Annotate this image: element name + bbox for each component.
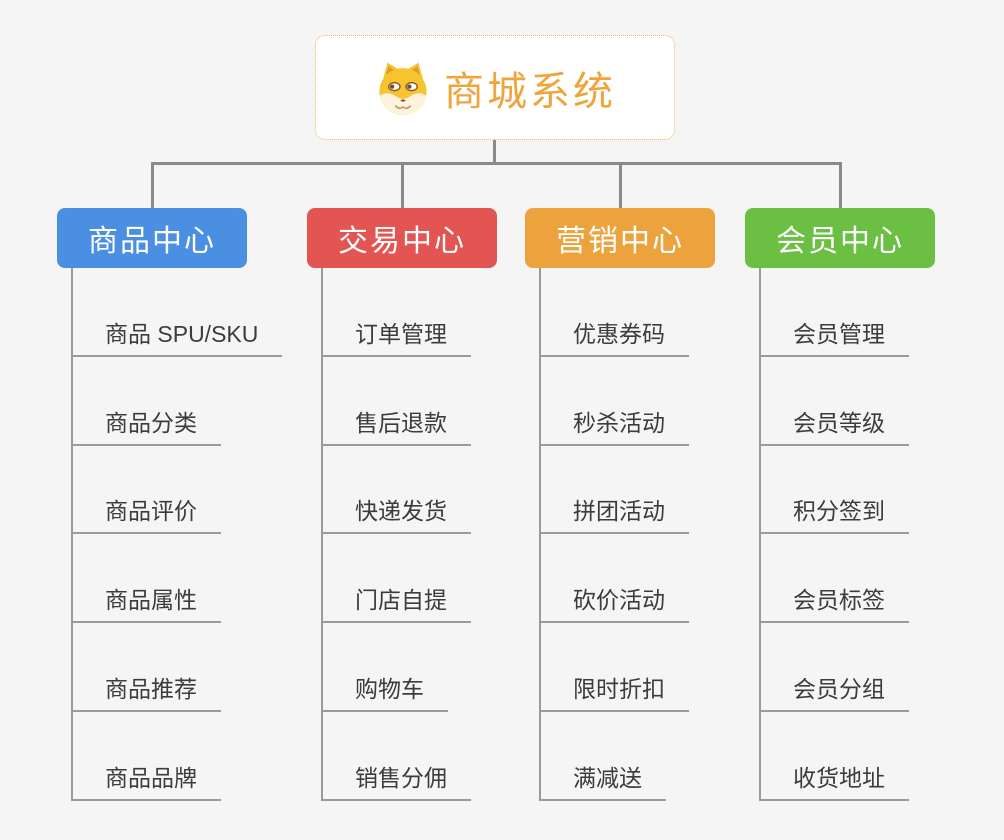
leaf-row: 会员分组: [759, 623, 1004, 712]
leaf-item[interactable]: 限时折扣: [539, 670, 689, 712]
leaf-row: 满减送: [539, 712, 789, 801]
leaf-label: 销售分佣: [355, 764, 447, 791]
leaf-label: 商品品牌: [105, 764, 197, 791]
connector-drop-trade-center: [400, 162, 404, 208]
leaf-item[interactable]: 优惠券码: [539, 315, 689, 357]
leaf-row: 门店自提: [321, 534, 571, 624]
leaf-row: 商品评价: [71, 446, 321, 535]
leaf-label: 拼团活动: [573, 498, 665, 525]
leaf-label: 售后退款: [355, 409, 447, 436]
branch-label: 营销中心: [556, 225, 684, 258]
connector-drop-member-center: [838, 162, 842, 208]
leaf-item[interactable]: 门店自提: [321, 581, 471, 624]
leaf-item[interactable]: 商品分类: [71, 404, 221, 446]
leaf-row: 商品属性: [71, 534, 321, 624]
leaf-label: 砍价活动: [573, 587, 665, 614]
leaf-row: 商品 SPU/SKU: [71, 268, 321, 357]
leaf-item[interactable]: 积分签到: [759, 492, 909, 535]
connector-root-vertical: [493, 140, 496, 163]
leaf-item[interactable]: 会员等级: [759, 404, 909, 446]
leaf-label: 会员标签: [793, 587, 885, 614]
leaf-item[interactable]: 秒杀活动: [539, 404, 689, 446]
leaf-item[interactable]: 拼团活动: [539, 492, 689, 535]
leaf-label: 商品推荐: [105, 675, 197, 702]
leaf-item[interactable]: 快递发货: [321, 492, 471, 535]
leaf-row: 拼团活动: [539, 446, 789, 535]
leaf-row: 购物车: [321, 623, 571, 712]
leaf-item[interactable]: 商品评价: [71, 492, 221, 535]
leaf-label: 收货地址: [793, 764, 885, 791]
branch-node-member-center[interactable]: 会员中心: [745, 208, 935, 268]
leaf-row: 快递发货: [321, 446, 571, 535]
leaf-label: 快递发货: [355, 498, 447, 525]
connector-bus-horizontal: [151, 162, 841, 165]
leaf-item[interactable]: 会员分组: [759, 670, 909, 712]
leaf-column-marketing-center: 优惠券码秒杀活动拼团活动砍价活动限时折扣满减送: [539, 268, 789, 801]
leaf-label: 会员管理: [793, 320, 885, 347]
leaf-label: 会员分组: [793, 675, 885, 702]
leaf-label: 秒杀活动: [573, 409, 665, 436]
leaf-row: 会员等级: [759, 357, 1004, 446]
leaf-label: 门店自提: [355, 587, 447, 614]
leaf-item[interactable]: 售后退款: [321, 404, 471, 446]
leaf-row: 商品分类: [71, 357, 321, 446]
leaf-row: 秒杀活动: [539, 357, 789, 446]
leaf-item[interactable]: 满减送: [539, 759, 666, 801]
leaf-item[interactable]: 会员标签: [759, 581, 909, 624]
leaf-item[interactable]: 商品属性: [71, 581, 221, 624]
branch-label: 商品中心: [88, 225, 216, 258]
leaf-label: 订单管理: [355, 320, 447, 347]
leaf-column-product-center: 商品 SPU/SKU 商品分类商品评价商品属性商品推荐商品品牌: [71, 268, 321, 801]
leaf-label: 积分签到: [793, 498, 885, 525]
connector-drop-marketing-center: [618, 162, 622, 208]
leaf-row: 收货地址: [759, 712, 1004, 801]
leaf-row: 会员管理: [759, 268, 1004, 357]
leaf-row: 售后退款: [321, 357, 571, 446]
root-node[interactable]: 商城系统: [315, 35, 675, 140]
branch-node-trade-center[interactable]: 交易中心: [307, 208, 497, 268]
leaf-label: 满减送: [573, 764, 642, 791]
branch-node-product-center[interactable]: 商品中心: [57, 208, 247, 268]
connector-spine-product-center: [71, 268, 73, 801]
leaf-column-trade-center: 订单管理售后退款快递发货门店自提购物车销售分佣: [321, 268, 571, 801]
connector-spine-marketing-center: [539, 268, 541, 801]
leaf-row: 积分签到: [759, 446, 1004, 535]
leaf-item[interactable]: 会员管理: [759, 315, 909, 357]
branch-node-marketing-center[interactable]: 营销中心: [525, 208, 715, 268]
connector-drop-product-center: [150, 162, 154, 208]
leaf-item[interactable]: 砍价活动: [539, 581, 689, 624]
leaf-label: 商品 SPU/SKU: [105, 320, 259, 347]
connector-spine-member-center: [759, 268, 761, 801]
leaf-label: 优惠券码: [573, 320, 665, 347]
leaf-label: 商品属性: [105, 587, 197, 614]
leaf-item[interactable]: 订单管理: [321, 315, 471, 357]
branch-label: 会员中心: [776, 225, 904, 258]
leaf-label: 商品分类: [105, 409, 197, 436]
leaf-row: 订单管理: [321, 268, 571, 357]
leaf-row: 砍价活动: [539, 534, 789, 624]
leaf-row: 会员标签: [759, 534, 1004, 624]
leaf-row: 销售分佣: [321, 712, 571, 801]
root-node-title: 商城系统: [444, 69, 616, 114]
branch-label: 交易中心: [338, 225, 466, 258]
leaf-column-member-center: 会员管理会员等级积分签到会员标签会员分组收货地址: [759, 268, 1004, 801]
leaf-item[interactable]: 收货地址: [759, 759, 909, 801]
leaf-item[interactable]: 销售分佣: [321, 759, 471, 801]
leaf-item[interactable]: 商品推荐: [71, 670, 221, 712]
leaf-label: 限时折扣: [573, 675, 665, 702]
leaf-label: 商品评价: [105, 498, 197, 525]
leaf-row: 优惠券码: [539, 268, 789, 357]
connector-spine-trade-center: [321, 268, 323, 801]
leaf-label: 购物车: [355, 675, 424, 702]
leaf-row: 商品品牌: [71, 712, 321, 801]
leaf-item[interactable]: 购物车: [321, 670, 448, 712]
dog-face-icon: [379, 62, 427, 115]
leaf-row: 商品推荐: [71, 623, 321, 712]
leaf-item[interactable]: 商品 SPU/SKU: [71, 315, 283, 357]
leaf-item[interactable]: 商品品牌: [71, 759, 221, 801]
leaf-row: 限时折扣: [539, 623, 789, 712]
leaf-label: 会员等级: [793, 409, 885, 436]
